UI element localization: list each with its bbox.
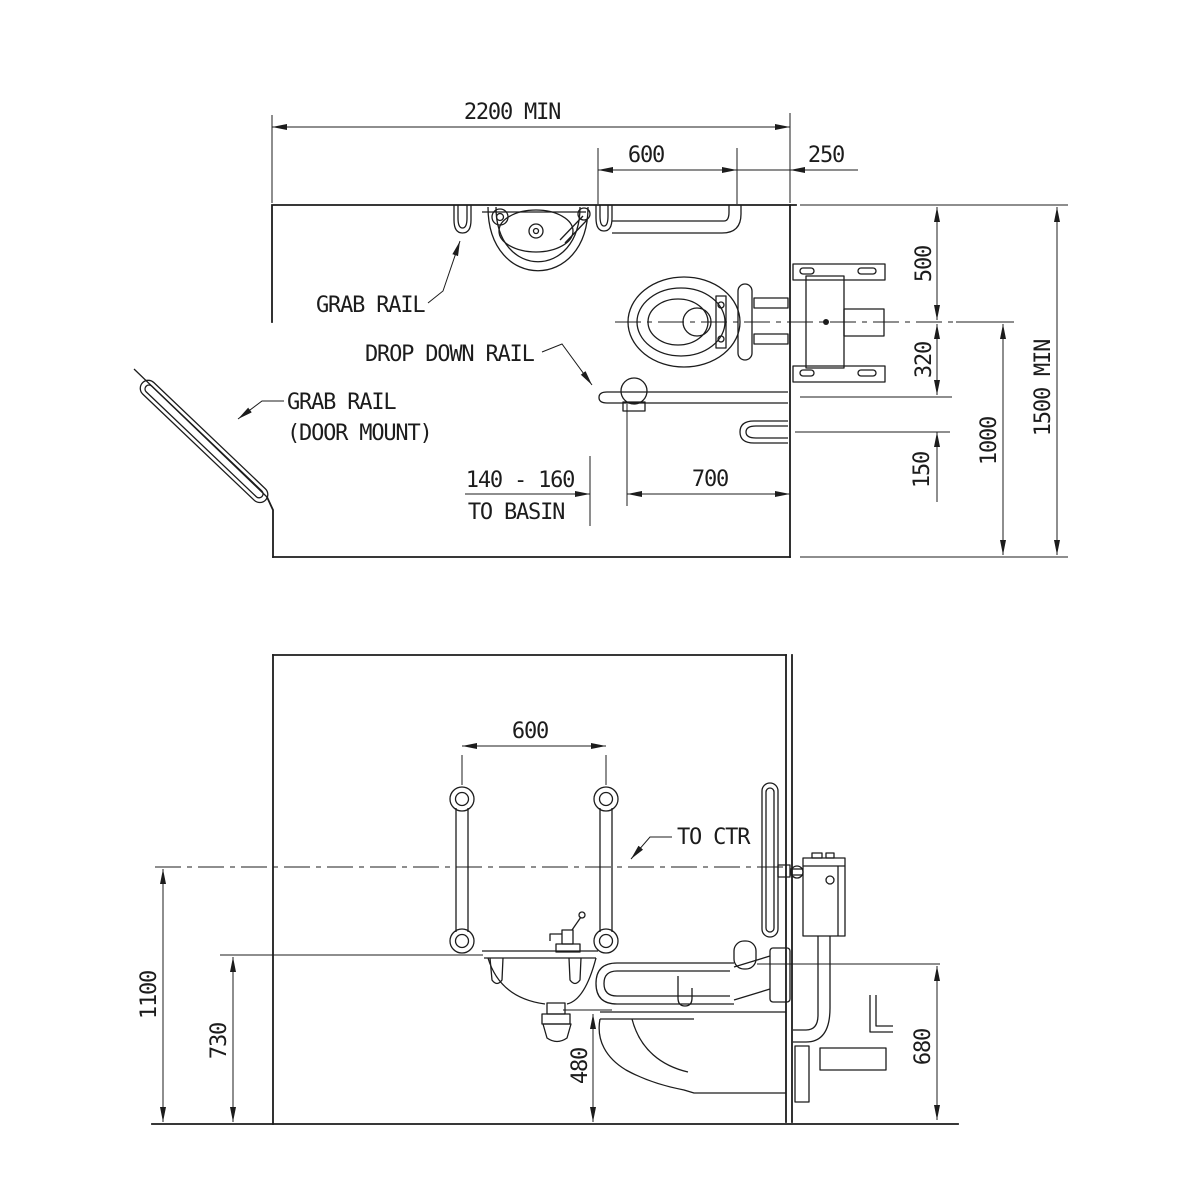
plan-view: 2200 MIN 600 250 500 320 150 1000 1500 — [133, 100, 1068, 558]
dim-rail-length: 600 — [628, 143, 664, 168]
label-grab-rail: GRAB RAIL — [316, 293, 425, 318]
grab-rail-plan-stub — [453, 205, 472, 234]
dim-cistern-rail-height: 680 — [911, 1029, 936, 1065]
label-door-grab-rail-line1: GRAB RAIL — [287, 390, 396, 415]
dim-rail-to-corner: 250 — [808, 143, 844, 168]
dim-basin-height: 730 — [207, 1023, 232, 1059]
door-grab-rail — [139, 379, 269, 504]
dim-room-width: 2200 MIN — [464, 100, 560, 125]
dim-wall-to-wc-centre: 500 — [912, 246, 937, 282]
elevation-view: 600 1100 730 480 680 TO CTR — [137, 654, 959, 1125]
elevation-dimensions: 600 1100 730 480 680 — [137, 719, 940, 1122]
plan-labels: GRAB RAIL DROP DOWN RAIL GRAB RAIL (DOOR… — [237, 240, 593, 446]
dim-seat-height: 480 — [568, 1048, 593, 1084]
toilet-elevation — [598, 940, 786, 1094]
dim-rail-centre-height: 1100 — [137, 971, 162, 1019]
vertical-grab-rail-left — [449, 786, 475, 954]
elevation-walls — [151, 654, 959, 1125]
elevation-labels: TO CTR — [630, 825, 752, 860]
cistern-elevation — [790, 852, 893, 1103]
toilet-plan — [615, 276, 958, 368]
dim-rail-projection: 700 — [692, 467, 728, 492]
plan-dimensions: 2200 MIN 600 250 500 320 150 1000 1500 — [271, 100, 1068, 558]
label-drop-down-rail: DROP DOWN RAIL — [365, 342, 535, 367]
vertical-grab-rail-right — [593, 786, 619, 954]
dim-basin-offset-line1: 140 - 160 — [466, 468, 574, 493]
basin-plan — [482, 206, 591, 272]
basin-elevation — [482, 911, 598, 1043]
dim-rail-spacing: 600 — [512, 719, 548, 744]
wall-grab-rail-plan — [595, 205, 742, 234]
label-to-ctr: TO CTR — [677, 825, 751, 850]
wall-grab-rail-elevation — [761, 782, 791, 938]
plan-walls — [133, 204, 797, 558]
dim-room-depth: 1500 MIN — [1031, 340, 1056, 436]
dim-rail-to-holder: 150 — [910, 452, 935, 488]
dim-wc-centre-to-rail: 320 — [912, 342, 937, 378]
dim-wc-centre-to-side-wall: 1000 — [977, 417, 1002, 465]
drop-down-rail-plan — [598, 377, 788, 444]
cistern-plan — [792, 263, 886, 383]
dim-basin-offset-line2: TO BASIN — [468, 500, 564, 525]
label-door-grab-rail-line2: (DOOR MOUNT) — [287, 421, 432, 446]
drop-down-rail-elevation — [595, 947, 791, 1007]
